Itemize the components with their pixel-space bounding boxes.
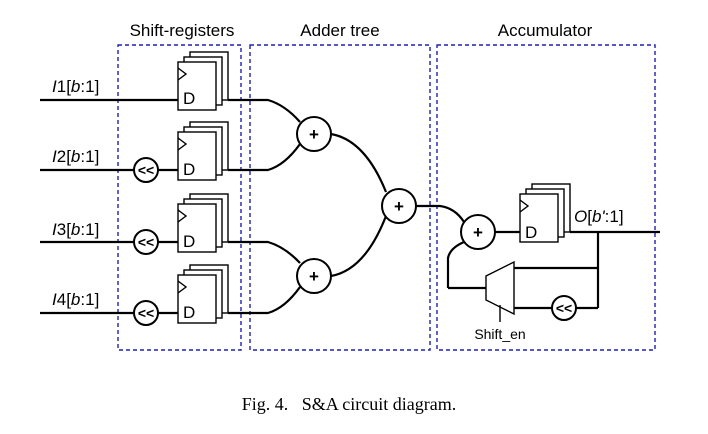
shift-left-op-i4 <box>133 300 159 326</box>
wire-adder3-to-acc-adder <box>416 204 465 223</box>
adder-tree-frame <box>249 44 431 351</box>
mux <box>485 260 515 316</box>
wire-mux-to-acc-adder-v <box>446 240 465 288</box>
shift-left-symbol-i2: << <box>138 162 154 178</box>
accumulator-adder-symbol: + <box>473 223 483 242</box>
shift-left-op-i3 <box>133 229 159 255</box>
wire-sr1-to-adder1 <box>228 98 301 123</box>
adder-2-symbol: + <box>309 267 319 286</box>
adder-3-symbol: + <box>394 197 404 216</box>
svg-text:D: D <box>183 89 195 108</box>
wire-sr3-to-adder2 <box>228 240 301 264</box>
output-label: O[b':1] <box>574 207 624 226</box>
wire-sr4-to-adder2 <box>228 286 301 315</box>
wire-adder1-to-adder3 <box>330 132 388 193</box>
svg-text:D: D <box>183 303 195 322</box>
input-label-i1: I1[b:1] <box>52 77 99 96</box>
shift-registers-title: Shift-registers <box>130 21 235 40</box>
wire-adder2-to-adder3 <box>330 215 388 278</box>
shift-left-symbol-i4: << <box>138 305 154 321</box>
svg-text:D: D <box>525 223 537 242</box>
adder-1-symbol: + <box>309 125 319 144</box>
accumulator-register: D <box>519 183 571 243</box>
shift-register-1: D <box>177 51 229 111</box>
svg-text:D: D <box>183 232 195 251</box>
svg-text:D: D <box>183 160 195 179</box>
shift-left-op-i2 <box>133 157 159 183</box>
figure-caption: Fig. 4. S&A circuit diagram. <box>242 394 456 414</box>
input-label-i4: I4[b:1] <box>52 290 99 309</box>
input-label-i2: I2[b:1] <box>52 147 99 166</box>
wire-sr2-to-adder1 <box>228 143 301 172</box>
accumulator-title: Accumulator <box>498 21 593 40</box>
shift-register-4: D <box>177 264 229 324</box>
shift-left-symbol-i3: << <box>138 234 154 250</box>
shift-registers-frame <box>117 44 242 351</box>
input-label-i3: I3[b:1] <box>52 220 99 239</box>
shift-register-3: D <box>177 193 229 253</box>
shift-register-2: D <box>177 121 229 181</box>
accumulator-frame <box>436 44 656 351</box>
accumulator-shift-symbol: << <box>556 300 572 316</box>
mux-label: Shift_en <box>474 326 525 342</box>
adder-tree-title: Adder tree <box>300 21 379 40</box>
accumulator-shift-op <box>551 295 577 321</box>
